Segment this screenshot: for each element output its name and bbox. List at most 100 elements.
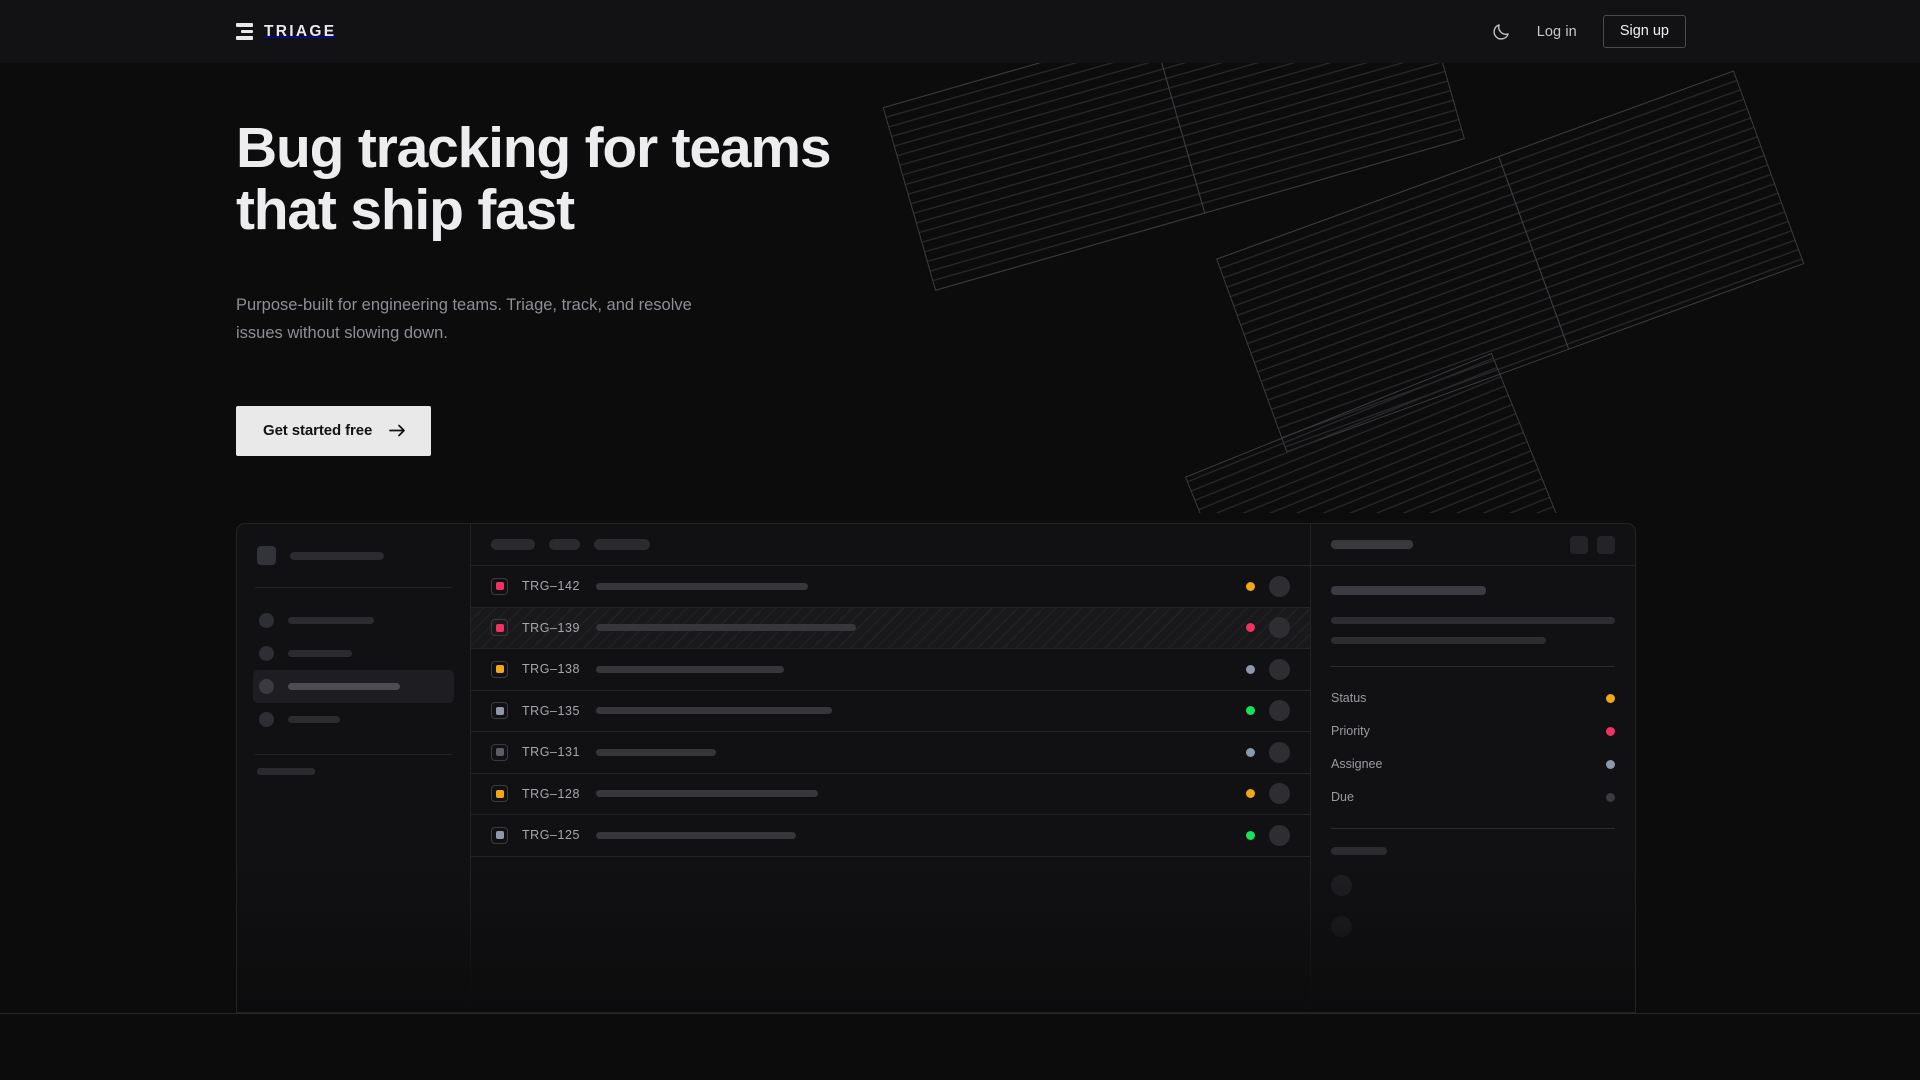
issue-title-placeholder <box>596 582 808 590</box>
sidebar-item-4[interactable] <box>253 703 454 736</box>
table-row[interactable]: TRG–125 <box>471 815 1310 857</box>
header-actions: Log in Sign up <box>1491 14 1686 49</box>
sidebar-footer-item-3[interactable] <box>253 827 454 853</box>
app-preview-panel: TRG–142 TRG–139 TRG–138 <box>236 523 1636 1013</box>
site-header: TRIAGE Log in Sign up <box>0 0 1920 63</box>
hero-heading-line-2: that ship fast <box>236 177 575 242</box>
more-options-icon[interactable] <box>1597 535 1615 554</box>
avatar <box>1269 575 1290 597</box>
assignee-badge <box>1606 759 1615 769</box>
detail-meta-status[interactable]: Status <box>1331 682 1615 715</box>
sidebar-item-icon <box>259 646 274 661</box>
sidebar-item-label <box>288 617 374 624</box>
avatar <box>1331 916 1352 937</box>
get-started-button[interactable]: Get started free <box>236 405 432 456</box>
table-row[interactable]: TRG–135 <box>471 691 1310 732</box>
edit-icon[interactable] <box>1570 535 1588 554</box>
hero-heading-line-1: Bug tracking for teams <box>236 116 832 180</box>
issue-id: TRG–139 <box>522 620 581 635</box>
issue-title-placeholder <box>596 624 856 632</box>
avatar <box>1269 617 1290 639</box>
comments-divider <box>1331 828 1615 829</box>
status-dot <box>1246 830 1255 840</box>
issue-title-placeholder <box>596 790 818 798</box>
status-dot <box>1246 623 1255 633</box>
avatar <box>1269 783 1290 805</box>
detail-title-placeholder <box>1331 586 1486 595</box>
status-dot <box>1246 706 1255 716</box>
row-meta <box>1226 824 1290 846</box>
detail-meta-due[interactable]: Due <box>1331 781 1615 814</box>
avatar <box>1269 741 1290 763</box>
sidebar-divider <box>255 587 452 588</box>
issue-title-placeholder <box>596 831 796 839</box>
preview-sidebar <box>237 524 471 1012</box>
issue-id: TRG–128 <box>522 786 581 801</box>
avatar <box>1269 824 1290 846</box>
table-row[interactable]: TRG–131 <box>471 732 1310 774</box>
meta-label: Due <box>1331 790 1354 804</box>
sidebar-item-label <box>288 650 352 657</box>
moon-icon[interactable] <box>1491 22 1511 42</box>
detail-body: Status Priority Assignee Due <box>1311 566 1635 937</box>
row-meta <box>1226 741 1290 763</box>
table-row[interactable]: TRG–139 <box>471 607 1310 649</box>
meta-label: Status <box>1331 691 1367 705</box>
filter-chip-1[interactable] <box>491 539 535 550</box>
workspace-switcher[interactable] <box>253 542 454 565</box>
issue-id: TRG–142 <box>522 579 581 594</box>
due-badge <box>1606 792 1615 802</box>
status-dot <box>1246 747 1255 757</box>
detail-meta-priority[interactable]: Priority <box>1331 715 1615 748</box>
sidebar-section-label <box>257 768 315 775</box>
stacked-bars-logo-icon <box>236 23 253 40</box>
row-meta <box>1226 783 1290 805</box>
brand-logo[interactable]: TRIAGE <box>236 23 336 41</box>
sidebar-footer-item-2[interactable] <box>253 801 454 827</box>
issue-type-icon <box>491 785 508 803</box>
issue-id: TRG–138 <box>522 662 581 677</box>
detail-meta-assignee[interactable]: Assignee <box>1331 748 1615 781</box>
sidebar-item-1[interactable] <box>253 604 454 637</box>
issue-type-icon <box>491 619 508 637</box>
hero-section: Bug tracking for teams that ship fast Pu… <box>236 116 832 456</box>
row-meta <box>1226 575 1290 597</box>
issue-type-icon <box>491 660 508 678</box>
sidebar-item-3-active[interactable] <box>253 670 454 703</box>
filter-chip-2[interactable] <box>549 539 580 550</box>
row-meta <box>1226 658 1290 680</box>
issue-list-toolbar <box>471 524 1310 566</box>
table-row[interactable]: TRG–128 <box>471 774 1310 815</box>
comment-item <box>1331 875 1615 896</box>
sidebar-footer-item-1[interactable] <box>253 775 454 801</box>
hatched-panels-graphic <box>882 63 1805 513</box>
sidebar-item-label <box>288 716 340 723</box>
issue-type-icon <box>491 577 508 595</box>
login-link[interactable]: Log in <box>1536 23 1577 40</box>
issue-detail-panel: Status Priority Assignee Due <box>1311 524 1635 1012</box>
meta-label: Priority <box>1331 724 1370 738</box>
detail-breadcrumb-placeholder <box>1331 540 1413 549</box>
issue-title-placeholder <box>596 665 784 673</box>
status-dot <box>1246 664 1255 674</box>
hero-decoration <box>880 63 1920 513</box>
table-row[interactable]: TRG–138 <box>471 649 1310 691</box>
meta-label: Assignee <box>1331 757 1383 771</box>
issue-id: TRG–135 <box>522 703 581 718</box>
avatar <box>1331 875 1352 896</box>
hero-subtext: Purpose-built for engineering teams. Tri… <box>236 296 692 343</box>
sidebar-item-2[interactable] <box>253 637 454 670</box>
avatar <box>1269 658 1290 680</box>
detail-description-line <box>1331 617 1615 624</box>
avatar <box>1269 700 1290 722</box>
sidebar-item-label <box>288 683 400 690</box>
signup-button[interactable]: Sign up <box>1602 14 1686 49</box>
row-meta <box>1226 617 1290 639</box>
status-badge <box>1606 693 1615 703</box>
priority-badge <box>1606 726 1615 736</box>
section-divider <box>0 1013 1920 1014</box>
table-row[interactable]: TRG–142 <box>471 566 1310 608</box>
filter-chip-3[interactable] <box>594 539 650 550</box>
issue-type-icon <box>491 743 508 761</box>
